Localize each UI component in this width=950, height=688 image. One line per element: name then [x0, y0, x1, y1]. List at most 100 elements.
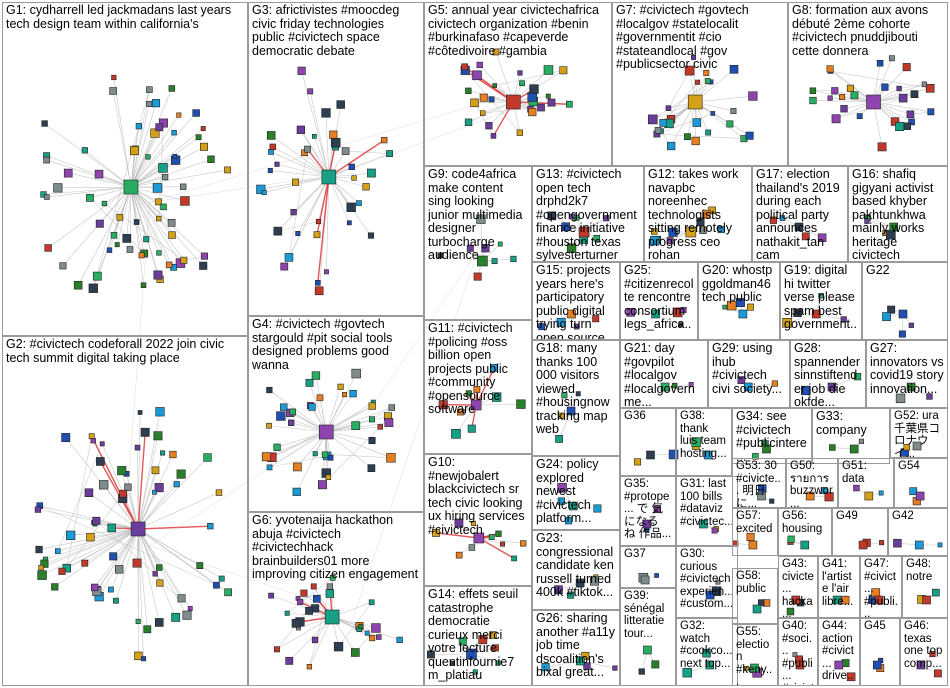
node-avatar [119, 489, 127, 498]
hub-node-avatar [872, 660, 882, 670]
edge [272, 146, 329, 178]
group-panel-g47: G47: #civict... #publi... [860, 556, 902, 618]
node-avatar [362, 183, 370, 191]
hub-node-avatar [864, 491, 874, 501]
node-avatar [895, 393, 906, 404]
node-avatar [330, 137, 341, 148]
group-label: G43: civicte... hacka... nigeri... [782, 558, 814, 618]
edge [97, 186, 132, 277]
hub-node-avatar [762, 444, 771, 454]
edge [130, 158, 212, 188]
node-avatar [152, 183, 163, 193]
edge [137, 411, 161, 530]
node-avatar [168, 85, 176, 92]
node-avatar [846, 84, 855, 92]
node-avatar [304, 145, 311, 153]
node-avatar [519, 80, 525, 87]
node-avatar [172, 153, 178, 159]
node-avatar [853, 484, 860, 492]
edge [88, 492, 139, 530]
edge [866, 220, 894, 228]
node-avatar [290, 209, 297, 216]
group-panel-g57: G57: excited [732, 508, 778, 556]
node-layer [34, 48, 943, 682]
node-avatar [207, 155, 215, 163]
node-avatar [55, 548, 61, 554]
group-panel-g44: G44: action #civict... drive... [818, 618, 860, 686]
node-avatar [492, 48, 500, 56]
highlight-edge [137, 432, 146, 530]
node-avatar [566, 243, 577, 253]
node-avatar [177, 594, 186, 603]
edge [137, 457, 208, 530]
edge [46, 159, 132, 188]
node-avatar [826, 65, 834, 73]
node-avatar [465, 390, 472, 397]
group-panel-g42: G42 [888, 508, 948, 556]
node-avatar [176, 112, 182, 118]
node-avatar [269, 143, 276, 151]
edge [137, 528, 148, 630]
node-avatar [199, 261, 208, 270]
edge [652, 81, 712, 120]
node-avatar [490, 133, 497, 139]
edge [113, 77, 132, 188]
node-avatar [558, 412, 565, 419]
group-label: G37 [624, 548, 646, 560]
node-avatar [650, 228, 658, 235]
node-avatar [705, 129, 712, 136]
highlight-edge [91, 435, 139, 530]
edge [47, 186, 132, 249]
node-avatar [337, 383, 344, 390]
edge [326, 176, 330, 272]
node-avatar [154, 618, 164, 627]
edge [130, 186, 159, 276]
edge [545, 660, 581, 668]
edge [665, 384, 692, 388]
node-avatar [268, 592, 274, 599]
hub-node-avatar [640, 575, 650, 585]
highlight-edge [316, 176, 330, 235]
node-avatar [458, 637, 467, 646]
group-panel-g11: G11: #civictech #policing #oss billion o… [424, 320, 532, 454]
node-avatar [476, 214, 486, 224]
hub-node-avatar [575, 578, 585, 588]
edge [580, 660, 615, 669]
node-avatar [306, 664, 313, 670]
node-avatar [702, 648, 711, 658]
group-panel-g5: G5: annual year civictechafrica civictec… [424, 2, 612, 166]
edge [288, 176, 330, 258]
edge [137, 412, 141, 530]
group-panel-g9: G9: code4africa make content sing lookin… [424, 166, 532, 320]
node-avatar [659, 119, 668, 127]
group-panel-g19: G19: digital hi twitter verse please spa… [780, 262, 862, 340]
group-panel-g7: G7: #civictech #govtech #localgov #state… [612, 2, 788, 166]
group-panel-g43: G43: civicte... hacka... nigeri... [778, 556, 818, 618]
node-avatar [557, 497, 566, 505]
node-avatar [273, 646, 280, 653]
node-avatar [898, 93, 908, 103]
node-avatar [266, 131, 276, 140]
edge [137, 528, 156, 574]
group-panel-g45: G45 [860, 618, 900, 686]
node-avatar [367, 168, 376, 178]
node-avatar [468, 544, 476, 551]
node-avatar [101, 200, 108, 207]
edge [440, 255, 483, 262]
group-panel-g50: G50: รายการ buzzwor... [786, 458, 838, 508]
group-panel-g55: G55: election #keny... [732, 624, 778, 686]
node-avatar [470, 98, 479, 108]
node-avatar [323, 269, 329, 275]
node-avatar [841, 595, 850, 605]
node-avatar [528, 107, 537, 117]
node-avatar [510, 255, 517, 263]
edge [89, 197, 145, 254]
group-panel-g24: G24: policy explored newest #civictech p… [532, 456, 620, 530]
edge [873, 101, 931, 113]
edge [43, 186, 132, 195]
node-avatar [297, 66, 306, 75]
node-avatar [161, 173, 169, 181]
node-avatar [169, 450, 177, 459]
hub-node-avatar [794, 222, 804, 232]
